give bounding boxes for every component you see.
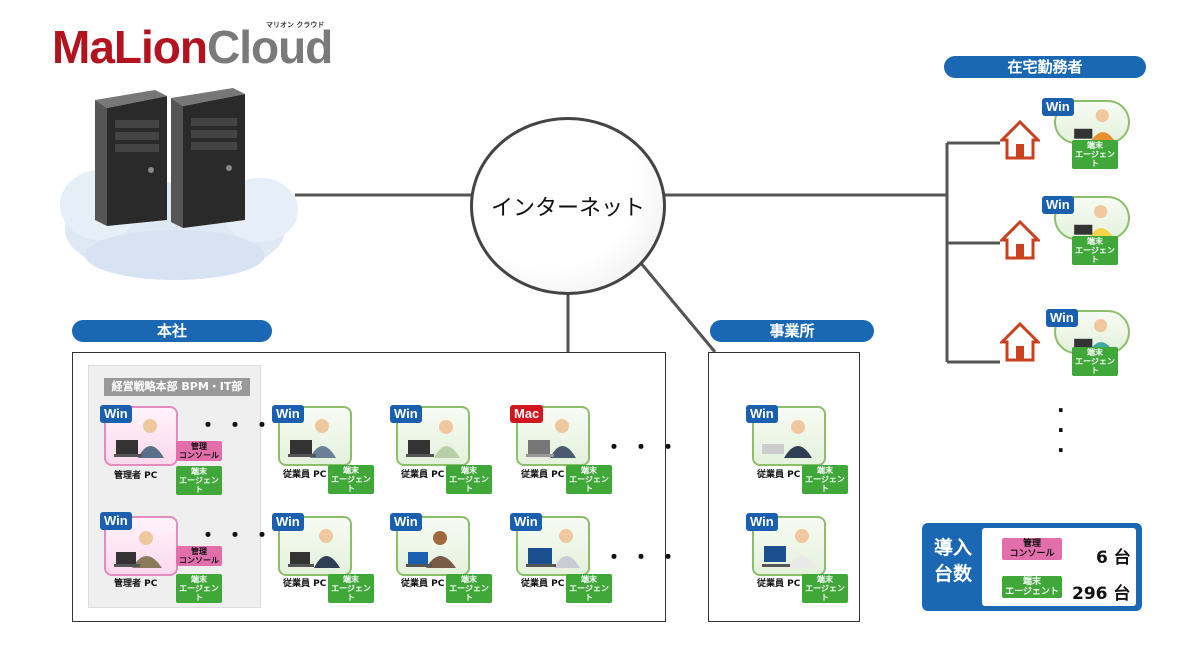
win-badge: Win: [100, 512, 132, 530]
agent-tag: 端末 エージェント: [176, 574, 222, 603]
more-dots: ・・・: [198, 523, 279, 547]
person-at-pc-icon: [762, 529, 816, 568]
more-dots-vertical: ·: [1057, 418, 1065, 442]
house-icon: [1000, 322, 1040, 362]
agent-tag: 端末 エージェント: [446, 574, 492, 603]
section-remote-label: 在宅勤務者: [944, 56, 1146, 78]
more-dots: ・・・: [604, 545, 685, 569]
person-at-pc-icon: [288, 529, 340, 568]
house-icon: [1000, 120, 1040, 160]
section-jigyousho-label: 事業所: [710, 320, 874, 342]
mac-badge: Mac: [510, 405, 544, 423]
hub-label: インターネット: [490, 196, 645, 221]
win-badge: Win: [510, 513, 542, 531]
win-badge: Win: [1046, 309, 1078, 327]
section-honsha-label: 本社: [72, 320, 272, 342]
agent-tag: 端末 エージェント: [328, 574, 374, 603]
person-at-pc-icon: [1074, 204, 1114, 238]
malion-cloud-logo: MaLionCloud: [52, 21, 333, 73]
admin-pc-label: 管理者 PC: [114, 579, 158, 589]
more-dots-vertical: ·: [1057, 398, 1065, 422]
employee-pc-tile: [752, 516, 826, 576]
employee-pc-label: 従業員 PC: [521, 579, 565, 589]
totals-heading: 導入 台数: [928, 535, 978, 587]
server-icon: [95, 90, 167, 226]
agent-tag: 端末 エージェント: [176, 466, 222, 495]
person-at-pc-icon: [114, 419, 164, 458]
agent-tag: 端末 エージェント: [566, 574, 612, 603]
person-at-pc-icon: [406, 531, 456, 568]
agent-tag: 端末 エージェント: [1002, 576, 1062, 598]
more-dots-vertical: ·: [1057, 438, 1065, 462]
win-badge: Win: [746, 405, 778, 423]
win-badge: Win: [390, 405, 422, 423]
agent-tag: 端末 エージェント: [1072, 347, 1118, 376]
agent-tag: 端末 エージェント: [566, 465, 612, 494]
agent-tag: 端末 エージェント: [1072, 140, 1118, 169]
server-icon: [171, 88, 245, 228]
person-at-pc-icon: [1074, 108, 1116, 142]
logo-ruby: マリオン クラウド: [266, 21, 325, 29]
more-dots: ・・・: [604, 435, 685, 459]
cloud-server-illustration: [60, 88, 298, 280]
console-tag: 管理 コンソール: [1002, 538, 1062, 560]
agent-count: 296 台: [1072, 584, 1131, 604]
person-at-pc-icon: [114, 531, 162, 568]
agent-tag: 端末 エージェント: [446, 465, 492, 494]
logo-ma: MaLion: [52, 21, 208, 73]
employee-pc-label: 従業員 PC: [757, 470, 801, 480]
employee-pc-label: 従業員 PC: [401, 470, 445, 480]
logo-cloud: Cloud: [206, 21, 333, 73]
admin-pc-label: 管理者 PC: [114, 471, 158, 481]
person-at-pc-icon: [762, 420, 812, 458]
win-badge: Win: [100, 405, 132, 423]
win-badge: Win: [1042, 196, 1074, 214]
exec-dept-title: 経営戦略本部 BPM・IT部: [104, 378, 250, 396]
person-at-pc-icon: [406, 420, 460, 458]
employee-pc-label: 従業員 PC: [401, 579, 445, 589]
win-badge: Win: [272, 513, 304, 531]
win-badge: Win: [390, 513, 422, 531]
person-at-pc-icon: [526, 529, 580, 568]
employee-pc-label: 従業員 PC: [283, 470, 327, 480]
agent-tag: 端末 エージェント: [1072, 236, 1118, 265]
employee-pc-tile: [278, 516, 352, 576]
person-at-pc-icon: [526, 419, 576, 458]
agent-tag: 端末 エージェント: [802, 574, 848, 603]
totals-values: 管理 コンソール 6 台 端末 エージェント 296 台: [982, 528, 1136, 606]
console-count: 6 台: [1096, 548, 1131, 568]
employee-pc-label: 従業員 PC: [521, 470, 565, 480]
win-badge: Win: [1042, 98, 1074, 116]
employee-pc-label: 従業員 PC: [757, 579, 801, 589]
agent-tag: 端末 エージェント: [328, 465, 374, 494]
internet-hub: インターネット: [470, 117, 666, 295]
console-tag: 管理 コンソール: [176, 441, 222, 461]
more-dots: ・・・: [198, 413, 279, 437]
win-badge: Win: [746, 513, 778, 531]
deployment-totals: 導入 台数 管理 コンソール 6 台 端末 エージェント 296 台: [922, 523, 1142, 611]
totals-heading-line2: 台数: [933, 563, 972, 585]
agent-tag: 端末 エージェント: [802, 465, 848, 494]
person-at-pc-icon: [288, 419, 336, 458]
employee-pc-label: 従業員 PC: [283, 579, 327, 589]
console-tag: 管理 コンソール: [176, 546, 222, 566]
house-icon: [1000, 220, 1040, 260]
totals-heading-line1: 導入: [933, 537, 972, 559]
win-badge: Win: [272, 405, 304, 423]
